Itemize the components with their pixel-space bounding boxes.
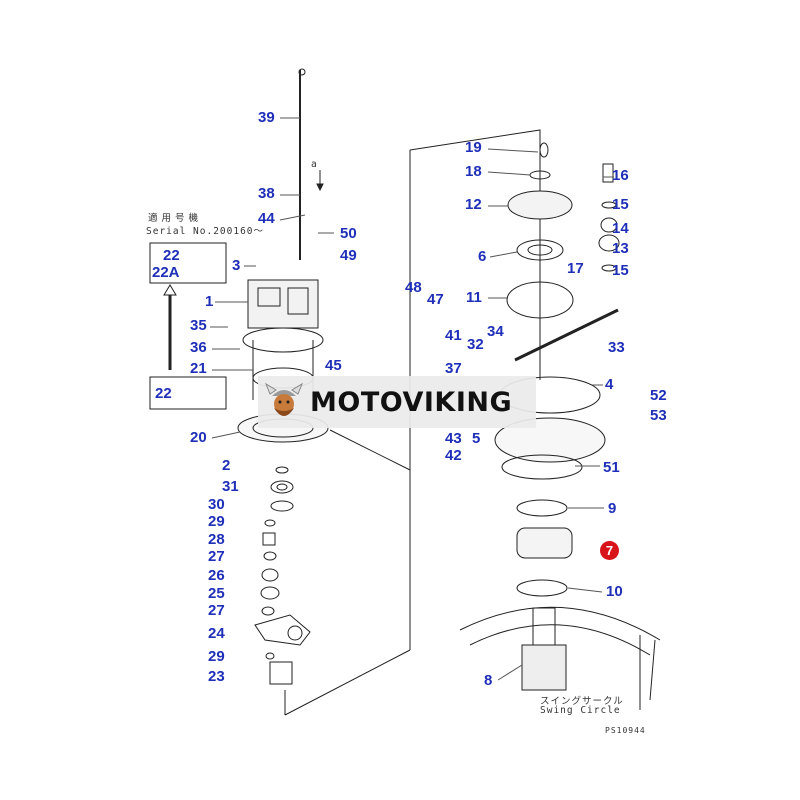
serial-text: Serial No.200160～ [146,226,265,237]
part-label-9[interactable]: 9 [608,500,617,517]
part-label-38[interactable]: 38 [258,185,275,202]
part-label-51[interactable]: 51 [603,459,620,476]
part-label-29[interactable]: 29 [208,513,225,530]
part-label-5[interactable]: 5 [472,430,481,447]
part-label-14[interactable]: 14 [612,220,629,237]
part-label-18[interactable]: 18 [465,163,482,180]
part-label-27[interactable]: 27 [208,548,225,565]
viking-logo-icon [264,382,304,416]
part-label-53[interactable]: 53 [650,407,667,424]
drawing-code: PS10944 [605,726,646,735]
part-label-17[interactable]: 17 [567,260,584,277]
part-label-44[interactable]: 44 [258,210,275,227]
part-label-22[interactable]: 22 [155,385,172,402]
part-label-42[interactable]: 42 [445,447,462,464]
part-label-26[interactable]: 26 [208,567,225,584]
part-label-23[interactable]: 23 [208,668,225,685]
part-label-12[interactable]: 12 [465,196,482,213]
part-label-19[interactable]: 19 [465,139,482,156]
part-label-34[interactable]: 34 [487,323,504,340]
applicable-model-text: 適用号機 [148,213,203,224]
swing-circle-en: Swing Circle [540,705,621,716]
part-label-39[interactable]: 39 [258,109,275,126]
part-label-1[interactable]: 1 [205,293,214,310]
part-label-43[interactable]: 43 [445,430,462,447]
part-label-6[interactable]: 6 [478,248,487,265]
part-label-28[interactable]: 28 [208,531,225,548]
part-label-36[interactable]: 36 [190,339,207,356]
part-label-30[interactable]: 30 [208,496,225,513]
part-label-24[interactable]: 24 [208,625,225,642]
part-label-48[interactable]: 48 [405,279,422,296]
part-label-15[interactable]: 15 [612,262,629,279]
watermark-text: MOTOVIKING [310,386,513,418]
part-label-22A[interactable]: 22A [152,264,180,281]
part-label-41[interactable]: 41 [445,327,462,344]
swing-circle-jp: スイングサークル [540,696,624,707]
part-label-15[interactable]: 15 [612,196,629,213]
part-label-50[interactable]: 50 [340,225,357,242]
part-label-35[interactable]: 35 [190,317,207,334]
part-label-29[interactable]: 29 [208,648,225,665]
part-label-13[interactable]: 13 [612,240,629,257]
watermark-banner: MOTOVIKING [258,376,536,428]
part-label-27[interactable]: 27 [208,602,225,619]
part-label-4[interactable]: 4 [605,376,614,393]
part-label-45[interactable]: 45 [325,357,342,374]
part-label-3[interactable]: 3 [232,257,241,274]
part-label-2[interactable]: 2 [222,457,231,474]
part-label-31[interactable]: 31 [222,478,239,495]
part-label-47[interactable]: 47 [427,291,444,308]
part-label-20[interactable]: 20 [190,429,207,446]
part-label-8[interactable]: 8 [484,672,493,689]
part-label-32[interactable]: 32 [467,336,484,353]
part-label-22[interactable]: 22 [163,247,180,264]
highlighted-part-7[interactable]: 7 [600,541,619,560]
part-label-16[interactable]: 16 [612,167,629,184]
part-label-37[interactable]: 37 [445,360,462,377]
part-label-25[interactable]: 25 [208,585,225,602]
part-label-11[interactable]: 11 [466,289,482,306]
arrow-a-label: a [311,159,318,170]
part-label-10[interactable]: 10 [606,583,623,600]
part-label-33[interactable]: 33 [608,339,625,356]
part-label-21[interactable]: 21 [190,360,207,377]
part-label-49[interactable]: 49 [340,247,357,264]
part-label-52[interactable]: 52 [650,387,667,404]
